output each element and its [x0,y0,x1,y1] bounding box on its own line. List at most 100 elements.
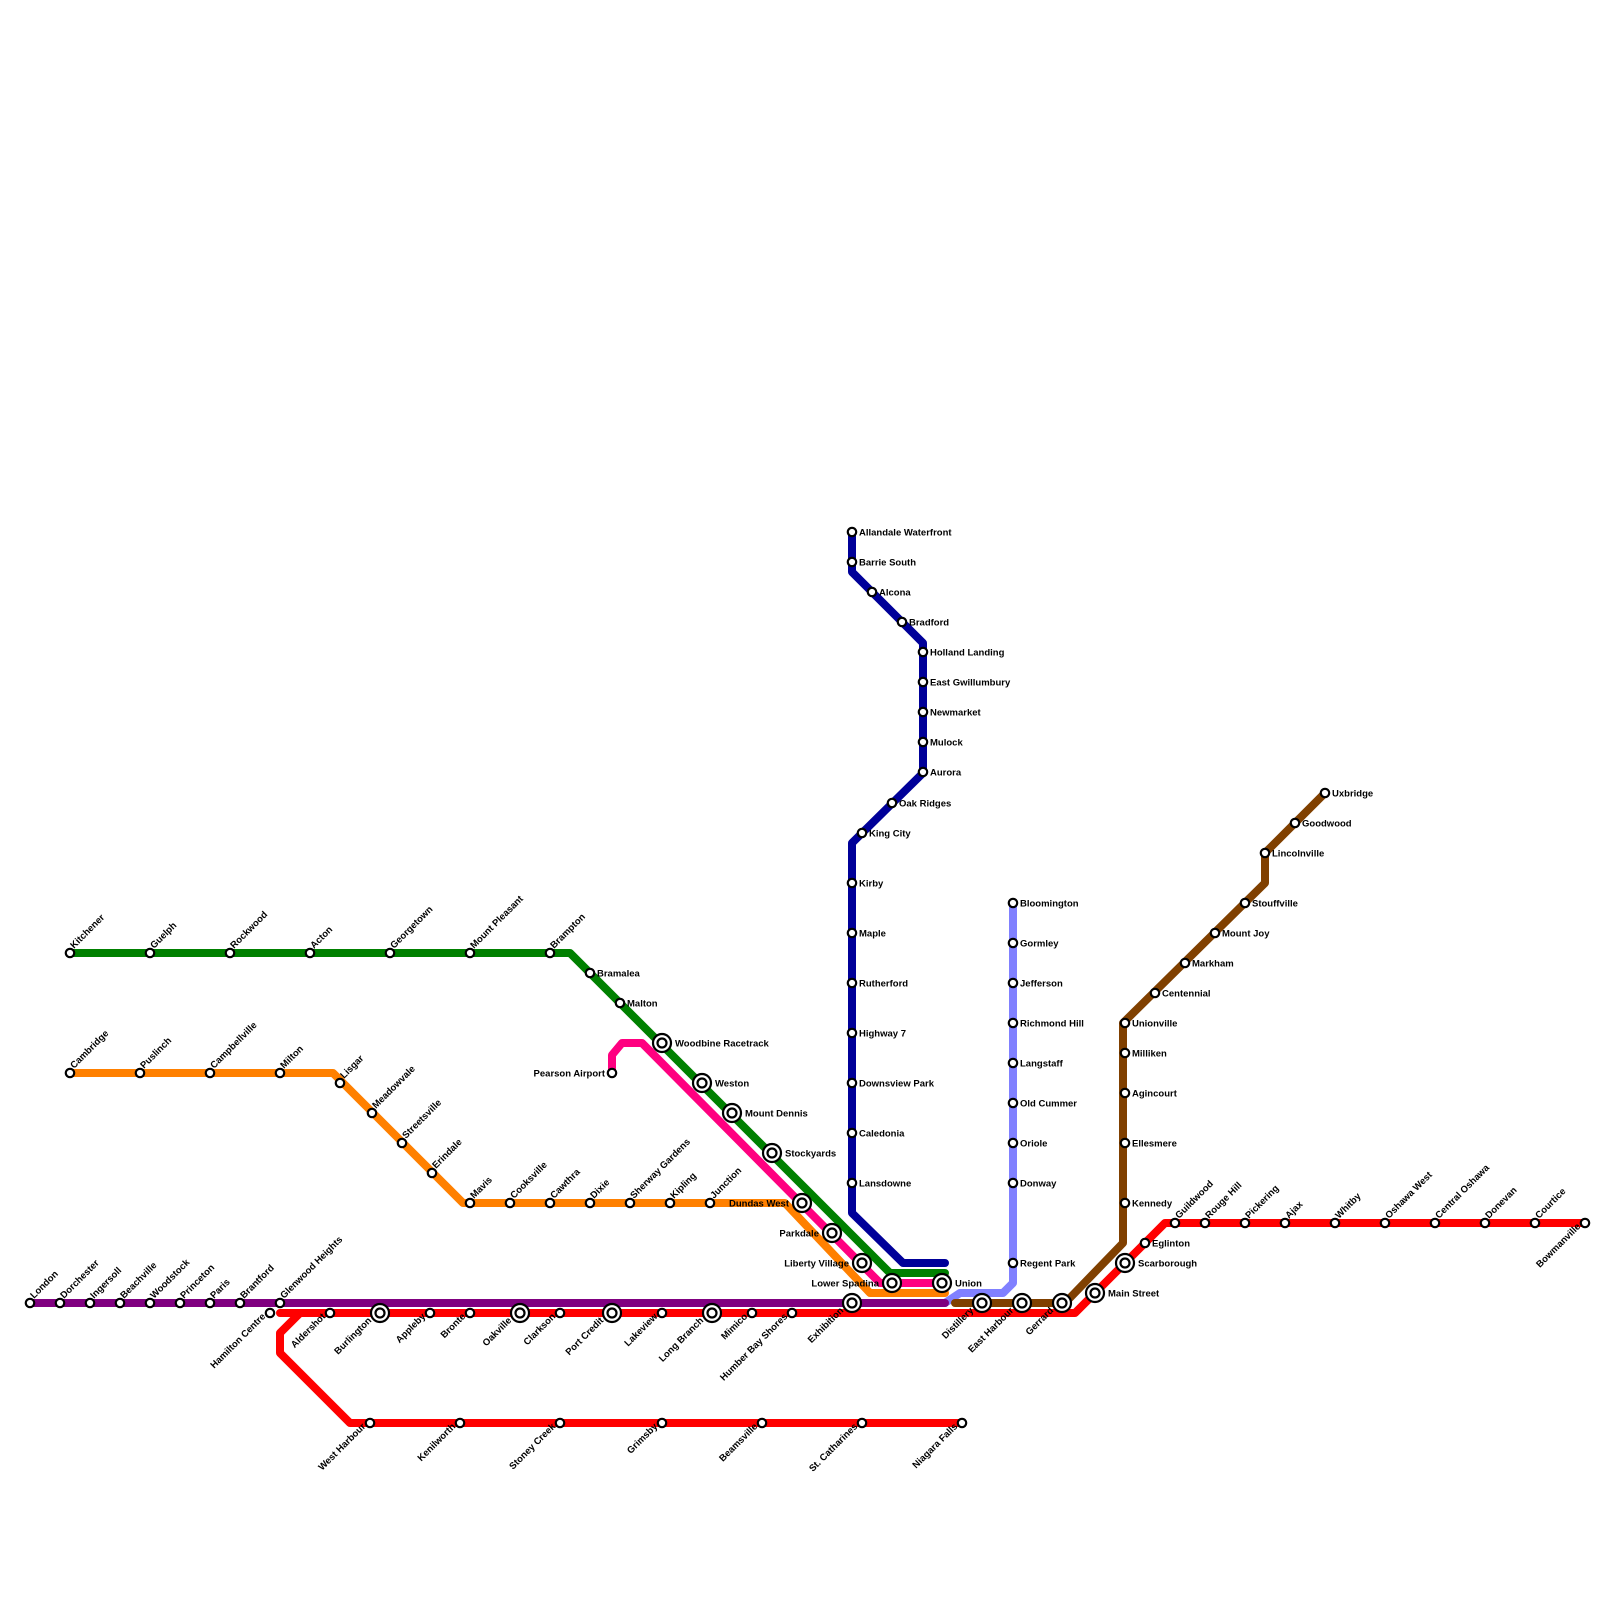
station-label: Scarborough [1138,1259,1197,1270]
station-dot-icon [1239,1217,1251,1229]
station-lincolnville[interactable]: Lincolnville [1259,847,1324,860]
station-langstaff[interactable]: Langstaff [1007,1057,1064,1070]
station-pearson[interactable]: Pearson Airport [534,1067,618,1080]
station-st-catharines[interactable]: St. Catharines [807,1417,868,1474]
station-liberty-village[interactable]: Liberty Village [784,1252,873,1274]
interchange-inner-icon [374,1307,386,1319]
station-hamilton-centre[interactable]: Hamilton Centre [208,1307,276,1371]
station-markham[interactable]: Markham [1179,957,1234,970]
station-unionville[interactable]: Unionville [1119,1017,1178,1030]
station-oak-ridges[interactable]: Oak Ridges [886,797,951,810]
station-donway[interactable]: Donway [1007,1177,1057,1190]
station-dot-icon [554,1417,566,1429]
station-bramalea[interactable]: Bramalea [584,967,641,980]
station-downsview[interactable]: Downsview Park [846,1077,935,1090]
station-barrie-south[interactable]: Barrie South [846,556,916,569]
station-holland-landing[interactable]: Holland Landing [917,646,1005,659]
station-dot-icon [1259,847,1271,859]
station-mount-dennis[interactable]: Mount Dennis [721,1102,808,1124]
station-dot-icon [856,1417,868,1429]
station-scarborough[interactable]: Scarborough [1114,1252,1197,1274]
station-richmond-hill[interactable]: Richmond Hill [1007,1017,1084,1030]
station-label: Rutherford [859,979,908,990]
station-caledonia[interactable]: Caledonia [846,1127,905,1140]
station-union[interactable]: Union [931,1272,982,1294]
station-erindale[interactable]: Erindale [426,1137,465,1179]
station-label: Glenwood Heights [278,1234,345,1301]
station-goodwood[interactable]: Goodwood [1289,817,1352,830]
station-label: Campbellville [208,1020,259,1071]
station-centennial[interactable]: Centennial [1149,987,1211,1000]
station-kirby[interactable]: Kirby [846,877,884,890]
station-west-harbour[interactable]: West Harbour [316,1417,376,1473]
station-gormley[interactable]: Gormley [1007,937,1059,950]
station-stouffville[interactable]: Stouffville [1239,897,1298,910]
station-maple[interactable]: Maple [846,927,886,940]
station-meadowvale[interactable]: Meadowvale [366,1064,418,1119]
station-lansdowne[interactable]: Lansdowne [846,1177,911,1190]
station-stockyards[interactable]: Stockyards [761,1142,836,1164]
station-woodbine[interactable]: Woodbine Racetrack [651,1032,770,1054]
station-mount-joy[interactable]: Mount Joy [1209,927,1270,940]
station-label: Union [955,1279,982,1290]
station-dot-icon [1007,937,1019,949]
station-mulock[interactable]: Mulock [917,736,964,749]
station-mount-pleasant[interactable]: Mount Pleasant [464,893,527,959]
interchange-inner-icon [1119,1257,1131,1269]
station-bradford[interactable]: Bradford [896,616,950,629]
station-jefferson[interactable]: Jefferson [1007,977,1063,990]
station-rutherford[interactable]: Rutherford [846,977,908,990]
station-label: Main Street [1108,1289,1160,1300]
station-aurora[interactable]: Aurora [917,766,962,779]
station-eglinton[interactable]: Eglinton [1139,1237,1190,1250]
orange-line [66,1069,949,1297]
station-king-city[interactable]: King City [856,827,912,840]
station-campbellville[interactable]: Campbellville [204,1020,260,1079]
station-bloomington[interactable]: Bloomington [1007,897,1079,910]
station-label: Beamsville [717,1421,760,1464]
interchange-inner-icon [976,1297,988,1309]
station-agincourt[interactable]: Agincourt [1119,1087,1178,1100]
station-ellesmere[interactable]: Ellesmere [1119,1137,1177,1150]
station-dot-icon [1199,1217,1211,1229]
station-uxbridge[interactable]: Uxbridge [1319,787,1373,800]
station-glenwood-heights[interactable]: Glenwood Heights [274,1234,345,1309]
station-label: Humber Bay Shores [718,1311,790,1383]
station-weston[interactable]: Weston [691,1072,749,1094]
station-central-oshawa[interactable]: Central Oshawa [1429,1162,1493,1229]
station-dot-icon [624,1197,636,1209]
station-label: Brantford [238,1263,277,1302]
station-old-cummer[interactable]: Old Cummer [1007,1097,1078,1110]
station-milliken[interactable]: Milliken [1119,1047,1167,1060]
station-allandale[interactable]: Allandale Waterfront [846,526,953,539]
station-newmarket[interactable]: Newmarket [917,706,982,719]
station-parkdale[interactable]: Parkdale [779,1222,843,1244]
station-humber-bay[interactable]: Humber Bay Shores [718,1307,798,1384]
station-oshawa-west[interactable]: Oshawa West [1379,1169,1435,1229]
station-main-street[interactable]: Main Street [1084,1282,1160,1304]
station-dot-icon [584,967,596,979]
station-dot-icon [846,877,858,889]
station-malton[interactable]: Malton [614,997,658,1010]
station-kennedy[interactable]: Kennedy [1119,1197,1173,1210]
station-dundas-west[interactable]: Dundas West [729,1192,813,1214]
interchange-inner-icon [766,1147,778,1159]
station-lower-spadina[interactable]: Lower Spadina [811,1272,903,1294]
station-lisgar[interactable]: Lisgar [334,1053,367,1089]
station-dot-icon [454,1417,466,1429]
station-label: Allandale Waterfront [859,528,952,539]
station-label: Port Credit [564,1315,607,1358]
station-highway7[interactable]: Highway 7 [846,1027,906,1040]
station-oriole[interactable]: Oriole [1007,1137,1048,1150]
station-label: Gormley [1020,939,1059,950]
station-label: Acton [308,924,335,951]
station-sherway[interactable]: Sherway Gardens [624,1137,693,1209]
station-dot-icon [1007,1017,1019,1029]
station-streetsville[interactable]: Streetsville [396,1097,444,1149]
station-label: Oshawa West [1383,1169,1435,1221]
station-dot-icon [84,1297,96,1309]
station-regent-park[interactable]: Regent Park [1007,1257,1076,1270]
station-alcona[interactable]: Alcona [866,586,912,599]
station-east-gwillimbury[interactable]: East Gwillumbury [917,676,1011,689]
